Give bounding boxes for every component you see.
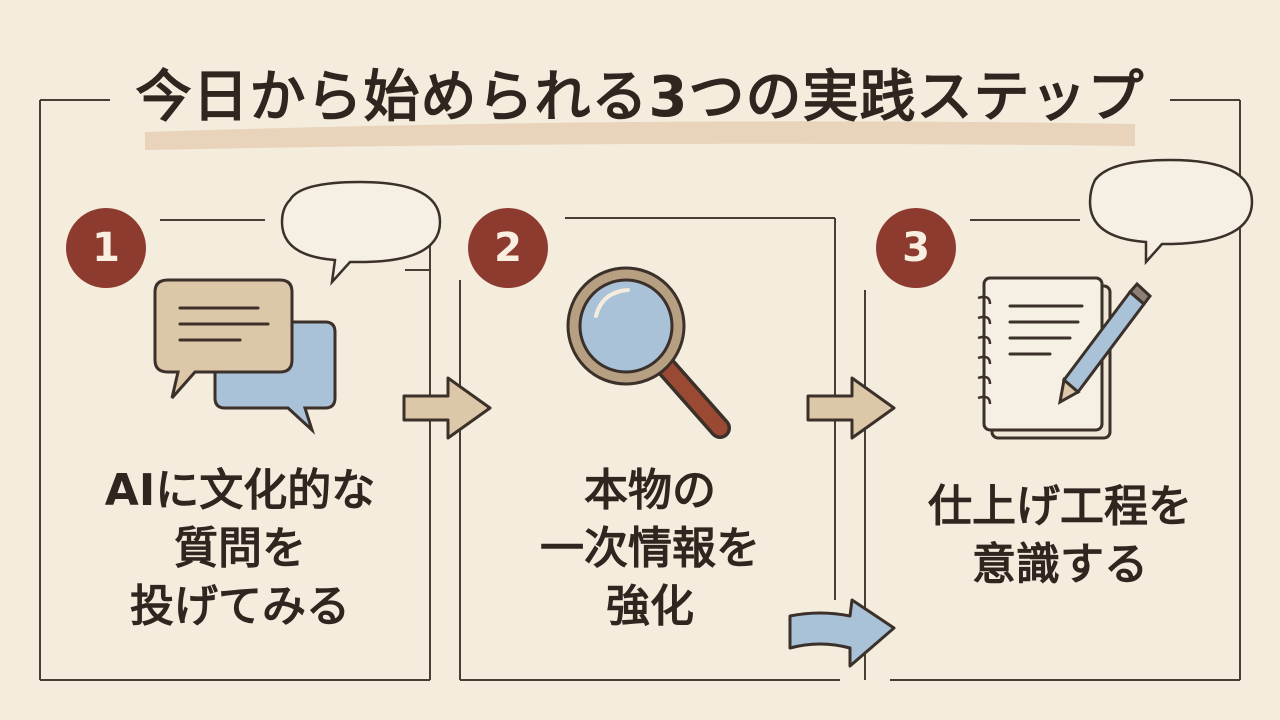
empty-speech-bubble-1 (280, 180, 442, 286)
title-highlight (145, 121, 1135, 150)
speech-bubbles-icon (153, 278, 337, 435)
step-2-line-2: 一次情報を (540, 523, 760, 574)
step-3-line-2: 意識する (972, 539, 1148, 590)
step-3-text: 仕上げ工程を 意識する (880, 478, 1240, 594)
step-1-line-1: AIに文化的な (104, 465, 376, 516)
step-1-line-3: 投げてみる (130, 581, 350, 632)
step-2-text: 本物の 一次情報を 強化 (470, 462, 830, 636)
arrow-1-to-2 (402, 376, 492, 440)
magnifier-icon (566, 266, 731, 439)
step-2-line-1: 本物の (584, 465, 716, 516)
arrow-2-to-3 (806, 376, 896, 440)
step-2-badge: 2 (468, 208, 548, 288)
notebook-pen-icon (977, 276, 1153, 440)
step-1-badge: 1 (66, 208, 146, 288)
step-1-line-2: 質問を (174, 523, 306, 574)
step-2-line-3: 強化 (606, 581, 694, 632)
panel-1-frame (40, 219, 431, 681)
step-3-badge: 3 (876, 208, 956, 288)
slide-title: 今日から始められる3つの実践ステップ (135, 65, 1145, 130)
arrow-bottom (788, 598, 896, 668)
empty-speech-bubble-3 (1088, 158, 1254, 266)
step-1-text: AIに文化的な 質問を 投げてみる (60, 462, 420, 636)
step-3-line-1: 仕上げ工程を (928, 481, 1192, 532)
